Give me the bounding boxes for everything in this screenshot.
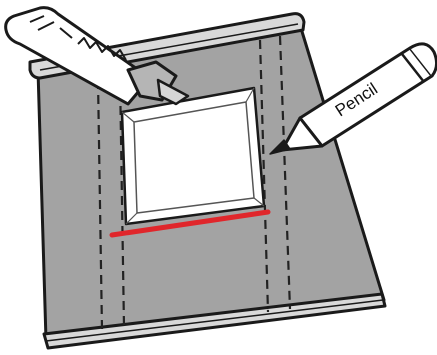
window-inner — [134, 102, 254, 213]
window-frame — [122, 88, 264, 224]
